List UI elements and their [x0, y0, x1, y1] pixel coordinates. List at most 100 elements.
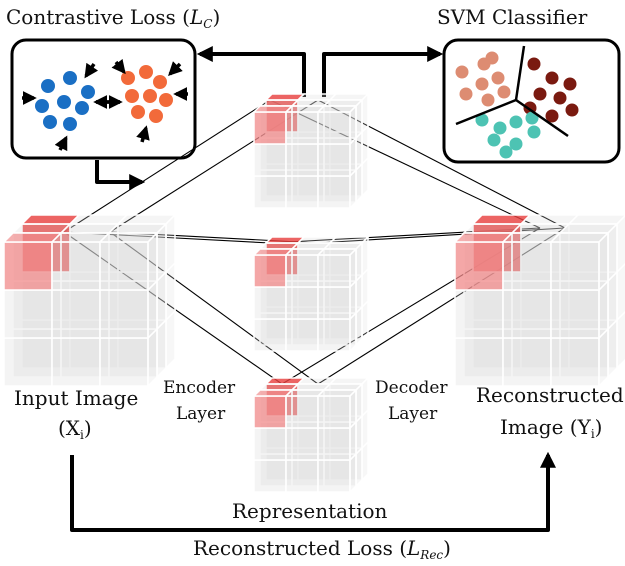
- svm-point-teal: [493, 121, 507, 135]
- svm-point-teal: [509, 137, 523, 151]
- cube-voxel: [252, 248, 294, 288]
- cube-voxel: [284, 389, 326, 429]
- cube-voxel: [520, 271, 570, 321]
- cube-voxel: [501, 232, 562, 291]
- reconstructed-loss-label: Reconstructed Loss (LRec): [193, 536, 451, 562]
- middle-feature-cube: [252, 235, 370, 353]
- force-arrow: [168, 61, 183, 76]
- cube-voxel: [60, 328, 110, 378]
- cube-voxel: [51, 337, 101, 387]
- representation-cube: [252, 376, 370, 494]
- reconstructed-image-cube: [453, 214, 625, 388]
- orange-cluster: [121, 65, 173, 123]
- cube-voxel: [51, 289, 101, 339]
- cube-voxel: [285, 427, 319, 461]
- cube-voxel: [502, 337, 552, 387]
- svm-decision-boundaries: [455, 45, 569, 138]
- conn-line: [317, 227, 566, 244]
- cube-voxel: [69, 271, 119, 321]
- cube-voxel: [472, 319, 522, 369]
- decoder-layer-label-line1: Decoder: [375, 378, 448, 398]
- arrow-to-svm: [322, 46, 444, 97]
- cube-voxel: [2, 232, 63, 291]
- input-image-cube: [2, 213, 177, 388]
- cube-voxel: [253, 459, 287, 493]
- blue-point: [63, 117, 77, 131]
- cube-voxel: [252, 105, 294, 145]
- cube-voxel: [117, 261, 176, 322]
- contrastive-loss-panel: [10, 38, 197, 160]
- arrow-to-contrastive: [196, 46, 306, 97]
- conn-line: [109, 231, 319, 385]
- cube-voxel: [116, 213, 177, 274]
- cube-voxel: [253, 143, 287, 177]
- cube-voxel: [317, 279, 357, 321]
- orange-point: [139, 65, 153, 79]
- arrow-reconstruction-loss: [70, 451, 556, 532]
- cube-voxel: [316, 388, 358, 430]
- force-arrow: [54, 135, 68, 152]
- cube-voxel: [253, 175, 287, 209]
- top-feature-cube: [252, 92, 370, 210]
- svm-point-salmon: [455, 65, 469, 79]
- blue-point: [41, 79, 55, 93]
- svm-point-brown: [533, 87, 547, 101]
- svm-point-salmon: [459, 87, 473, 101]
- cube-voxel: [285, 175, 319, 209]
- svm-classifier-panel: [442, 38, 621, 164]
- cube-voxel: [12, 328, 62, 378]
- cube-voxel: [98, 231, 159, 292]
- svm-boundary-right: [515, 98, 569, 138]
- svm-point-brown: [553, 91, 567, 105]
- svm-point-brown: [565, 103, 579, 117]
- cube-voxel: [549, 231, 610, 292]
- encoder-layer-label-line1: Encoder: [163, 378, 236, 398]
- cube-voxel: [316, 104, 358, 146]
- conn-line: [317, 227, 566, 385]
- cube-voxel: [454, 289, 504, 339]
- svm-point-brown: [545, 109, 559, 123]
- svm-boundary-top: [514, 45, 526, 101]
- blue-point: [63, 71, 77, 85]
- decoder-layer-label-line2: Layer: [388, 404, 438, 424]
- cube-voxel: [253, 286, 287, 320]
- arrow-contrastive-down: [95, 160, 146, 190]
- svm-point-teal: [509, 115, 523, 129]
- orange-point: [149, 109, 163, 123]
- cube-voxel: [285, 286, 319, 320]
- conn-line: [269, 99, 541, 229]
- cube-voxel: [453, 232, 514, 291]
- blue-point: [35, 99, 49, 113]
- svm-point-teal: [487, 133, 501, 147]
- svm-point-salmon: [497, 85, 511, 99]
- cube-voxel: [252, 389, 294, 429]
- svm-point-teal: [499, 145, 513, 159]
- orange-point: [153, 75, 167, 89]
- cube-voxel: [550, 327, 609, 388]
- cube-voxel: [117, 309, 176, 370]
- blue-point: [43, 115, 57, 129]
- cube-voxel: [285, 459, 319, 493]
- input-image-symbol: (Xi): [58, 416, 92, 442]
- svm-point-salmon: [485, 51, 499, 65]
- cube-voxel: [520, 319, 570, 369]
- svm-point-brown: [563, 77, 577, 91]
- cube-voxel: [317, 168, 357, 210]
- flow-arrows: [70, 46, 556, 532]
- orange-point: [121, 71, 135, 85]
- blue-point: [57, 95, 71, 109]
- cube-voxel: [317, 136, 357, 178]
- cube-voxel: [3, 289, 53, 339]
- svm-point-salmon: [491, 71, 505, 85]
- conn-line: [63, 231, 271, 244]
- cube-voxel: [285, 143, 319, 177]
- svm-point-salmon: [481, 93, 495, 107]
- blue-point: [75, 101, 89, 115]
- cube-voxel: [502, 289, 552, 339]
- conn-line: [317, 99, 566, 229]
- input-image-label: Input Image: [14, 386, 138, 410]
- representation-label: Representation: [232, 499, 388, 523]
- orange-point: [131, 105, 145, 119]
- reconstructed-image-label-line1: Reconstructed: [476, 383, 624, 407]
